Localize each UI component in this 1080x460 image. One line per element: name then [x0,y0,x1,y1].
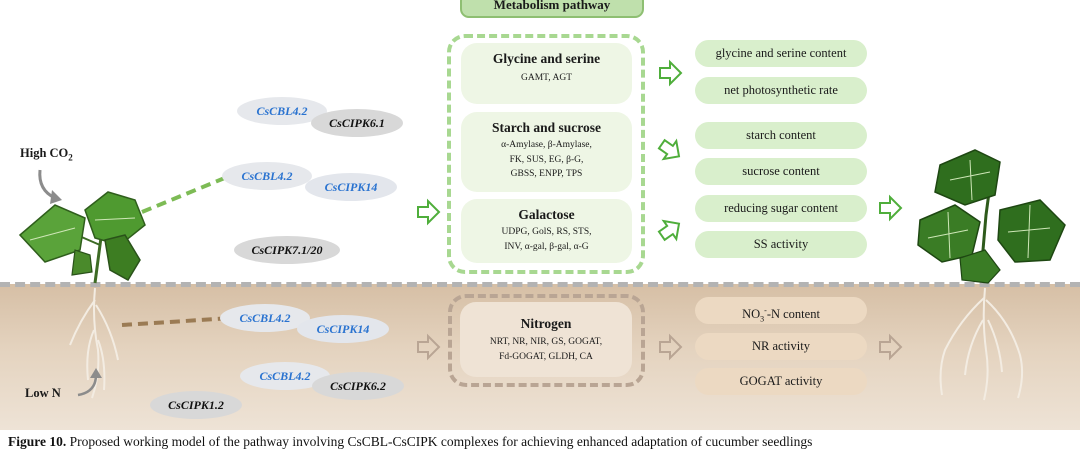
arrow-to-plant-icon [879,194,903,222]
right-plant-icon [917,149,1066,284]
low-n-label: Low N [25,386,61,400]
nitrate-suffix: -N content [766,307,820,322]
nitrate-sub: 3 [760,314,765,324]
root-link-line [121,316,233,327]
pathway-starch-genes-line: α-Amylase, β-Amylase, [501,140,592,150]
high-co2-sub: 2 [68,152,73,163]
cipk71-pill: CsCIPK7.1/20 [234,236,340,264]
arrow-to-root-icon [879,333,903,361]
left-roots-icon [69,287,119,399]
high-co2-label: High CO2 [20,146,73,163]
caption-text: Proposed working model of the pathway in… [69,434,813,449]
pathway-galactose: Galactose UDPG, GolS, RS, STS, INV, α-ga… [461,199,632,263]
result-reducing-sugar-content: reducing sugar content [695,195,867,222]
right-roots-icon [939,287,1024,401]
pathway-galactose-title: Galactose [518,207,575,222]
arrow-to-pathway-icon [417,198,441,226]
shoot-link-line [141,173,233,214]
pathway-galactose-genes-line: UDPG, GolS, RS, STS, [501,227,592,237]
pathway-starch-sucrose: Starch and sucrose α-Amylase, β-Amylase,… [461,112,632,192]
pathway-galactose-genes-line: INV, α-gal, β-gal, α-G [504,241,589,252]
result-sucrose-content: sucrose content [695,158,867,185]
result-ss-activity: SS activity [695,231,867,258]
nitrate-prefix: NO [742,307,761,322]
arrow-starch-result-icon [657,138,681,161]
caption-label: Figure 10. [8,434,67,449]
pathway-glycine-title: Glycine and serine [492,51,601,66]
pathway-starch-genes-line: FK, SUS, EG, β-G, [509,154,584,165]
result-nr-activity: NR activity [695,333,867,360]
arrow-galactose-result-icon [657,219,681,242]
arrow-nitrogen-result-icon [659,333,683,361]
metabolism-pathway-frame [447,34,645,274]
nitrogen-pathway-frame [448,294,645,387]
arrow-to-nitrogen-icon [417,333,441,361]
cbl-pill: CsCBL4.2 [220,304,310,332]
metabolism-pathway-title: Metabolism pathway [460,0,644,18]
left-plant-icon [18,191,146,284]
nitrate-sup: - [764,306,767,315]
result-nitrate-content: NO3--N content [695,297,867,324]
high-co2-prefix: High CO [20,146,69,160]
cipk62-pill: CsCIPK6.2 [312,372,404,400]
result-starch-content: starch content [695,122,867,149]
cipk12-pill: CsCIPK1.2 [150,391,242,419]
figure-caption: Figure 10. Proposed working model of the… [8,434,1080,450]
cbl-pill: CsCBL4.2 [222,162,312,190]
pathway-nitrogen: Nitrogen NRT, NR, NIR, GS, GOGAT, Fd-GOG… [460,302,632,377]
pathway-nitrogen-title: Nitrogen [520,316,572,331]
arrow-glycine-result-icon [659,59,683,87]
pathway-nitrogen-genes-line: Fd-GOGAT, GLDH, CA [499,351,593,362]
cipk14-pill: CsCIPK14 [297,315,389,343]
result-gogat-activity: GOGAT activity [695,368,867,395]
cipk14-pill: CsCIPK14 [305,173,397,201]
pathway-starch-title: Starch and sucrose [491,120,601,135]
result-net-photosynthetic-rate: net photosynthetic rate [695,77,867,104]
cipk61-pill: CsCIPK6.1 [311,109,403,137]
pathway-glycine-serine: Glycine and serine GAMT, AGT [461,43,632,104]
result-glycine-serine-content: glycine and serine content [695,40,867,67]
pathway-starch-genes-line: GBSS, ENPP, TPS [510,169,583,179]
pathway-glycine-genes: GAMT, AGT [520,73,573,83]
pathway-nitrogen-genes-line: NRT, NR, NIR, GS, GOGAT, [489,337,603,347]
ground-line [0,282,1080,287]
